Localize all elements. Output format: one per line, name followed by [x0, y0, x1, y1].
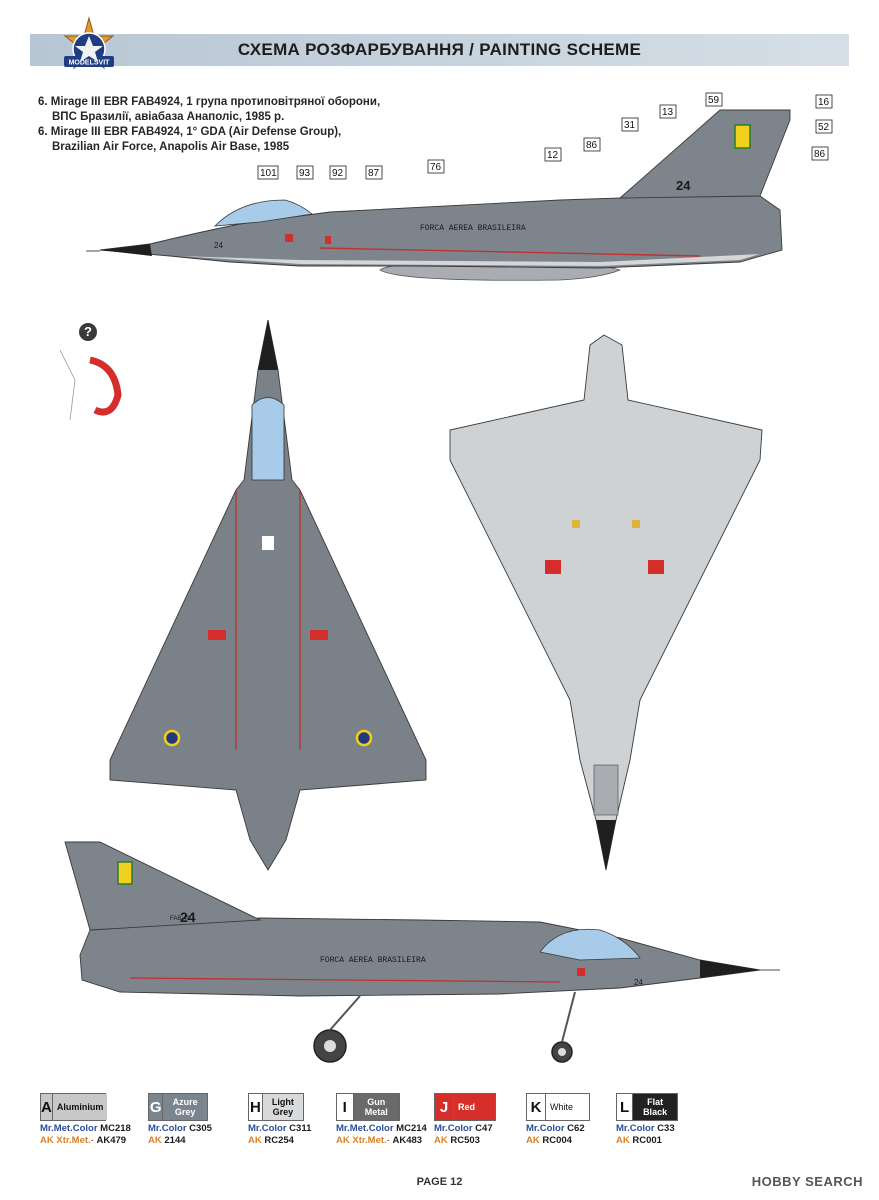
detail-inset	[59, 349, 122, 421]
paint-letter: A	[41, 1094, 53, 1120]
mr-code: C47	[475, 1123, 493, 1134]
ak-code: AK483	[392, 1135, 423, 1146]
paint-legend: A Aluminium Mr.Met.Color MC218 AK Xtr.Me…	[40, 1093, 860, 1153]
callout-markers: 101 93 92 87 76 12 86 31 13 59 16 52 86	[257, 92, 833, 180]
paint-letter: G	[149, 1094, 164, 1120]
nose-number: 24	[214, 241, 223, 250]
svg-text:101: 101	[260, 168, 277, 179]
mr-label: Mr.Color	[526, 1123, 565, 1134]
mr-label: Mr.Color	[434, 1123, 473, 1134]
paint-swatch-azure-grey: G Azure Grey	[148, 1093, 208, 1121]
svg-text:92: 92	[332, 168, 344, 179]
watermark: HOBBY SEARCH	[751, 1174, 863, 1189]
fuselage-lettering: FORCA AEREA BRASILEIRA	[420, 224, 526, 233]
paint-name: Flat Black	[643, 1097, 668, 1117]
svg-text:76: 76	[430, 162, 442, 173]
mr-code: C305	[189, 1123, 212, 1134]
mr-label: Mr.Met.Color	[40, 1123, 98, 1134]
mr-label: Mr.Met.Color	[336, 1123, 394, 1134]
svg-text:87: 87	[368, 168, 380, 179]
tail-prefix: FAB 49	[170, 916, 190, 922]
paint-swatch-flat-black: L Flat Black	[616, 1093, 678, 1121]
paint-swatch-light-grey: H Light Grey	[248, 1093, 304, 1121]
svg-text:16: 16	[818, 97, 830, 108]
description-line: Brazilian Air Force, Anapolis Air Base, …	[52, 141, 290, 153]
description-line: 6. Mirage III EBR FAB4924, 1 група проти…	[38, 96, 381, 108]
ak-label: AK	[616, 1135, 630, 1146]
paint-letter: I	[337, 1094, 354, 1120]
svg-text:86: 86	[814, 149, 826, 160]
ak-code: AK479	[96, 1135, 127, 1146]
paint-swatch-white: K White	[526, 1093, 590, 1121]
paint-name: Red	[458, 1102, 476, 1112]
paint-name: Aluminium	[52, 1094, 108, 1120]
tail-number-lower: 24	[180, 909, 196, 925]
ak-code: RC254	[264, 1135, 294, 1146]
aircraft-artwork: FORCA AEREA BRASILEIRA 24 24	[59, 92, 833, 1063]
svg-text:52: 52	[818, 122, 830, 133]
mr-code: C62	[567, 1123, 585, 1134]
fuselage-lettering-lower: FORCA AEREA BRASILEIRA	[320, 956, 426, 965]
bottom-plan-view	[449, 334, 763, 871]
svg-text:59: 59	[708, 95, 720, 106]
svg-text:12: 12	[547, 150, 559, 161]
side-profile-right: FORCA AEREA BRASILEIRA 24 FAB 49 24	[64, 841, 780, 1063]
help-mark: ?	[79, 323, 97, 341]
mr-label: Mr.Color	[148, 1123, 187, 1134]
ak-code: RC503	[450, 1135, 480, 1146]
paint-letter: L	[617, 1094, 634, 1120]
ak-label: AK Xtr.Met.-	[336, 1135, 390, 1146]
ak-code: RC004	[542, 1135, 572, 1146]
paint-swatch-gun-metal: I Gun Metal	[336, 1093, 400, 1121]
description-line: 6. Mirage III EBR FAB4924, 1° GDA (Air D…	[38, 126, 342, 138]
mr-code: MC218	[100, 1123, 131, 1134]
page-title: СХЕМА РОЗФАРБУВАННЯ / PAINTING SCHEME	[237, 40, 642, 59]
mr-code: C33	[657, 1123, 675, 1134]
paint-codes: Mr.Color C311 AK RC254	[248, 1123, 311, 1147]
ak-label: AK	[148, 1135, 162, 1146]
logo-text: MODELSVIT	[69, 60, 111, 67]
ak-label: AK	[526, 1135, 540, 1146]
side-profile-left: FORCA AEREA BRASILEIRA 24 24	[86, 109, 791, 281]
paint-codes: Mr.Met.Color MC214 AK Xtr.Met.- AK483	[336, 1123, 427, 1147]
paint-name: Light Grey	[271, 1097, 294, 1117]
top-plan-view	[109, 319, 427, 871]
tail-number: 24	[676, 178, 691, 193]
mr-label: Mr.Color	[248, 1123, 287, 1134]
nose-number-lower: 24	[634, 978, 643, 987]
header-band: СХЕМА РОЗФАРБУВАННЯ / PAINTING SCHEME	[30, 34, 849, 66]
scheme-description: 6. Mirage III EBR FAB4924, 1 група проти…	[38, 95, 380, 155]
ak-code: RC001	[632, 1135, 662, 1146]
ak-code: 2144	[164, 1135, 186, 1146]
svg-text:13: 13	[662, 107, 674, 118]
paint-letter: K	[527, 1094, 546, 1120]
svg-text:86: 86	[586, 140, 598, 151]
paint-codes: Mr.Color C33 AK RC001	[616, 1123, 675, 1147]
mr-label: Mr.Color	[616, 1123, 655, 1134]
ak-label: AK	[434, 1135, 448, 1146]
paint-codes: Mr.Met.Color MC218 AK Xtr.Met.- AK479	[40, 1123, 131, 1147]
paint-name: Gun Metal	[364, 1097, 388, 1117]
mr-code: MC214	[396, 1123, 427, 1134]
paint-name: White	[550, 1102, 574, 1112]
paint-name: Azure Grey	[172, 1097, 198, 1117]
paint-codes: Mr.Color C62 AK RC004	[526, 1123, 585, 1147]
paint-swatch-aluminium: A Aluminium	[40, 1093, 108, 1121]
modelsvit-logo: MODELSVIT	[63, 16, 115, 70]
mr-code: C311	[289, 1123, 312, 1134]
svg-text:31: 31	[624, 120, 636, 131]
paint-swatch-red: J Red	[434, 1093, 496, 1121]
description-line: ВПС Бразилії, авіабаза Анаполіс, 1985 р.	[52, 111, 285, 123]
page-number: PAGE 12	[416, 1176, 463, 1188]
paint-codes: Mr.Color C305 AK 2144	[148, 1123, 212, 1147]
paint-letter: H	[249, 1094, 263, 1120]
ak-label: AK	[248, 1135, 262, 1146]
paint-codes: Mr.Color C47 AK RC503	[434, 1123, 493, 1147]
ak-label: AK Xtr.Met.-	[40, 1135, 94, 1146]
svg-text:93: 93	[299, 168, 311, 179]
paint-letter: J	[435, 1094, 454, 1120]
